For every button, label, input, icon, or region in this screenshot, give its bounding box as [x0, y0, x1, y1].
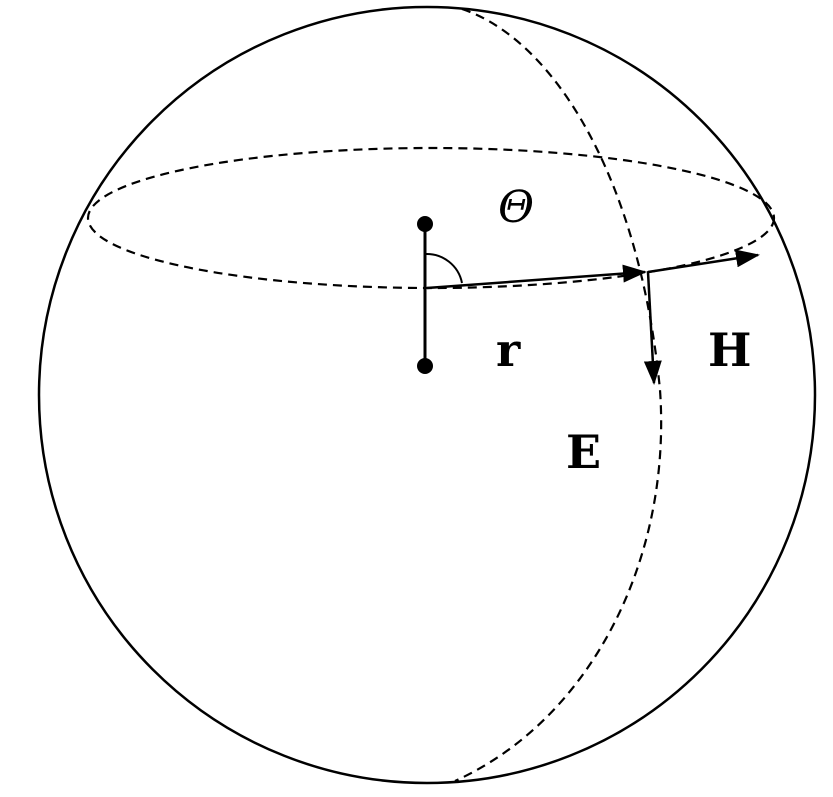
r-vector — [426, 264, 647, 290]
r-label: r — [496, 323, 521, 377]
h-vector — [647, 249, 760, 274]
h-label: H — [708, 323, 751, 377]
dipole-charge-top — [417, 216, 433, 232]
theta-angle-arc — [424, 252, 463, 284]
dipole-charge-bottom — [417, 358, 433, 374]
e-label: E — [566, 425, 601, 479]
meridian-arc — [454, 7, 663, 783]
e-vector — [643, 271, 662, 385]
sphere-outline — [37, 5, 817, 785]
theta-label: Θ — [498, 182, 534, 233]
equator-ellipse — [86, 146, 776, 290]
